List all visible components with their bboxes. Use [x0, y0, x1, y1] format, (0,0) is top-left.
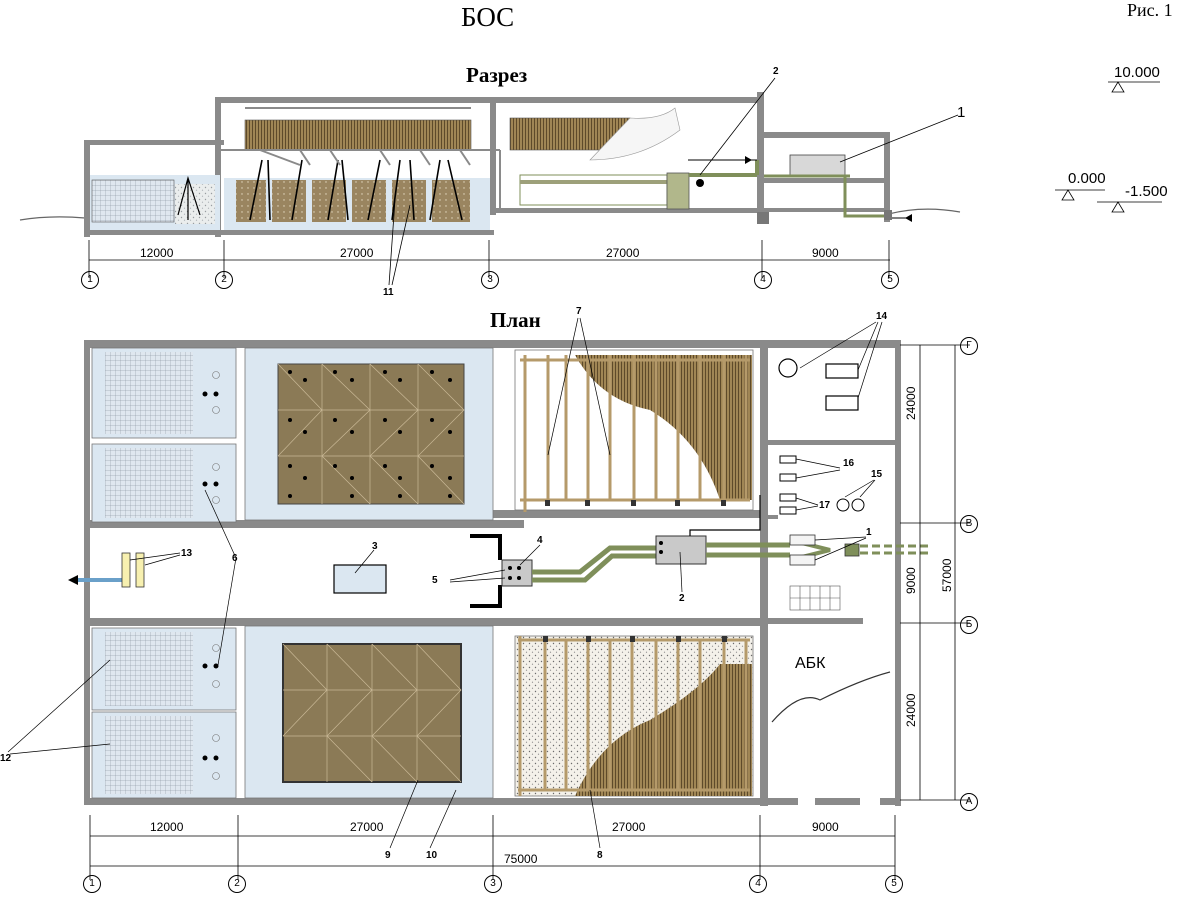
- plan-axis-a: А: [960, 793, 978, 811]
- section-dim-2: 27000: [340, 246, 374, 260]
- callout-4: 4: [537, 535, 543, 546]
- section-axis-1: 1: [81, 271, 99, 289]
- upper-aerator-dots: [288, 370, 452, 498]
- callout-15: 15: [871, 469, 883, 480]
- callout-3: 3: [372, 541, 378, 552]
- plan-title: План: [490, 308, 541, 332]
- section-drawing: [19, 77, 961, 286]
- plan-dim-4: 9000: [812, 820, 839, 834]
- callout-10: 10: [426, 850, 438, 861]
- level-marks: [1055, 81, 1162, 213]
- section-dim-3: 27000: [606, 246, 640, 260]
- section-axis-5: 5: [881, 271, 899, 289]
- section-axis-3: 3: [481, 271, 499, 289]
- plan-dim-2: 27000: [350, 820, 384, 834]
- callout-6: 6: [232, 553, 238, 564]
- callout-8: 8: [597, 850, 603, 861]
- callout-1-section: 1: [957, 104, 966, 121]
- section-dim-4: 9000: [812, 246, 839, 260]
- level-top: 10.000: [1114, 64, 1160, 81]
- level-zero: 0.000: [1068, 170, 1106, 187]
- section-axis-4: 4: [754, 271, 772, 289]
- callout-16: 16: [843, 458, 855, 469]
- plan-axis-3: 3: [484, 875, 502, 893]
- plan-axis-g: Г: [960, 337, 978, 355]
- callout-7: 7: [576, 306, 582, 317]
- plan-total-dim: 75000: [504, 852, 538, 866]
- plan-axis-4: 4: [749, 875, 767, 893]
- callout-14: 14: [876, 311, 888, 322]
- plan-dim-1: 12000: [150, 820, 184, 834]
- callout-12: 12: [0, 753, 12, 764]
- plan-axis-1: 1: [83, 875, 101, 893]
- callout-9: 9: [385, 850, 391, 861]
- callout-1-plan: 1: [866, 527, 872, 538]
- abk-room-label: АБК: [795, 655, 826, 672]
- plan-drawing: [7, 317, 970, 880]
- drawing-title: БОС: [461, 2, 515, 32]
- callout-17: 17: [819, 500, 831, 511]
- callout-11: 11: [383, 287, 394, 298]
- plan-axis-v: В: [960, 515, 978, 533]
- level-bottom: -1.500: [1125, 183, 1168, 200]
- figure-number: Рис. 1: [1127, 0, 1173, 20]
- section-dim-1: 12000: [140, 246, 174, 260]
- callout-2-plan: 2: [679, 593, 685, 604]
- callout-5: 5: [432, 575, 438, 586]
- plan-dim-3: 27000: [612, 820, 646, 834]
- plan-axis-b: Б: [960, 616, 978, 634]
- callout-13: 13: [181, 548, 193, 559]
- plan-axis-2: 2: [228, 875, 246, 893]
- plan-axis-5: 5: [885, 875, 903, 893]
- section-title: Разрез: [466, 63, 528, 87]
- callout-2-section: 2: [773, 66, 779, 77]
